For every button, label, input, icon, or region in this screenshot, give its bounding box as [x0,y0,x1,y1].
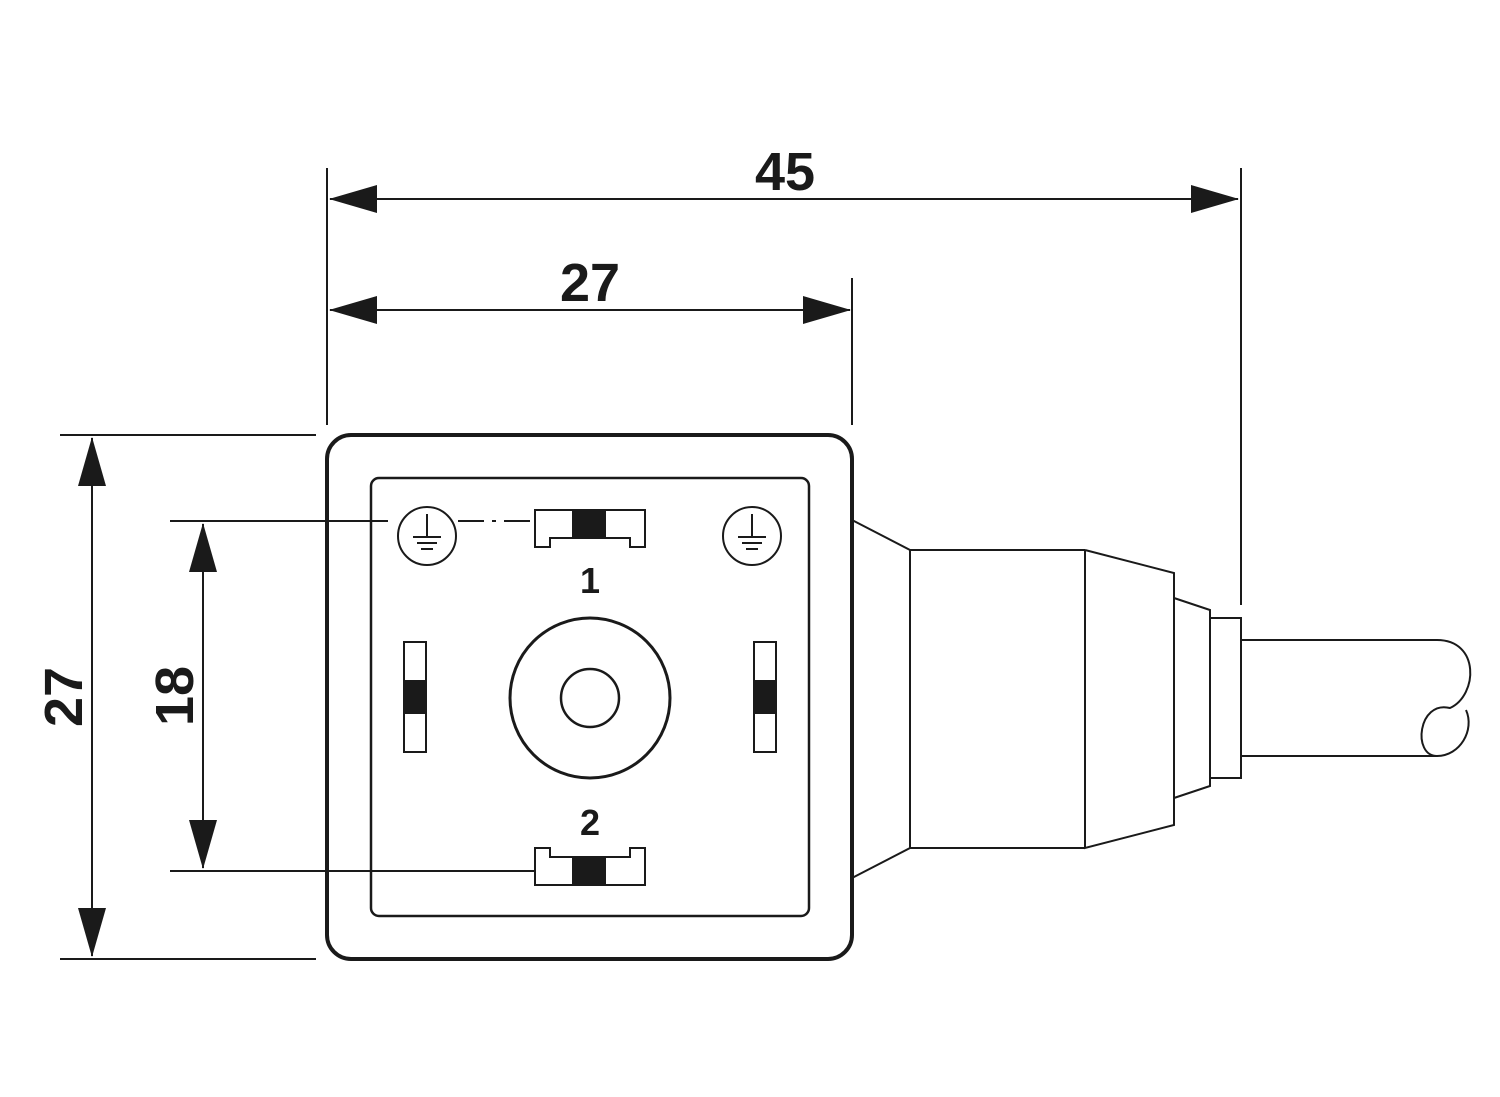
cable-gland [851,519,1242,879]
contact-1-label: 1 [580,560,600,601]
overall-length-label: 45 [755,142,815,202]
coding-slot-left [403,641,427,753]
ground-contact-left [397,506,457,566]
dimension-overall-length: 45 [326,142,1242,605]
ground-contact-right [722,506,782,566]
contact-1: 1 [534,509,646,601]
contact-spacing-label: 18 [145,666,205,726]
contact-2-label: 2 [580,802,600,843]
housing-width-label: 27 [560,253,620,313]
ground-icon [738,514,766,550]
dimension-housing-width: 27 [329,253,853,425]
dimension-contact-spacing: 18 [145,520,535,872]
contact-2: 2 [534,802,646,886]
connector-housing [325,433,854,961]
ground-icon [413,514,441,550]
housing-height-label: 27 [34,667,94,727]
dimension-housing-height: 27 [34,434,316,960]
cable [1241,639,1472,758]
central-screw [508,616,672,780]
coding-slot-right [753,641,777,753]
